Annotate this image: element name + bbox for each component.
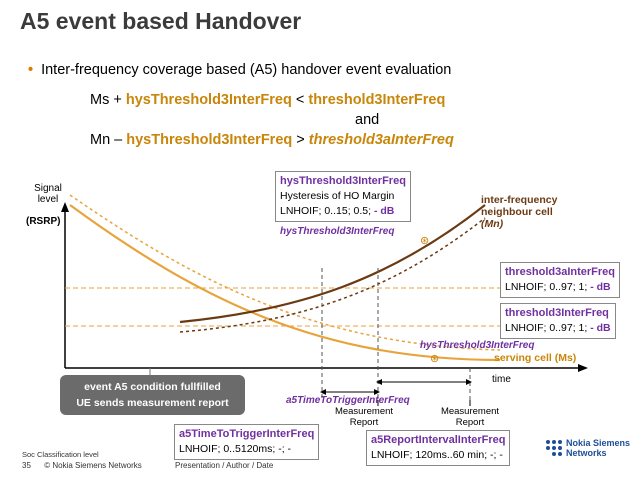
ttt-box-title: a5TimeToTriggerInterFreq xyxy=(179,428,315,440)
report-box-title: a5ReportIntervalInterFreq xyxy=(371,434,506,446)
threshold3-unit: - dB xyxy=(590,322,611,334)
eq2-hys-term: hysThreshold3InterFreq xyxy=(126,132,293,148)
hys-box-unit: - dB xyxy=(373,205,395,217)
bullet-text: Inter-frequency coverage based (A5) hand… xyxy=(41,62,452,78)
equation-neighbour: Mn – hysThreshold3InterFreq > threshold3… xyxy=(90,132,454,148)
threshold3a-param-box: threshold3aInterFreq LNHOIF; 0..97; 1; -… xyxy=(500,262,621,298)
nsn-logo-icon xyxy=(546,440,562,456)
hys-upper-label: hysThreshold3InterFreq xyxy=(280,226,395,237)
hys-param-box: hysThreshold3InterFreq Hysteresis of HO … xyxy=(275,171,411,222)
eq2-threshold-term: threshold3aInterFreq xyxy=(308,132,454,148)
condition-line2: UE sends measurement report xyxy=(76,397,229,409)
threshold3-param-box: threshold3InterFreq LNHOIF; 0..97; 1; - … xyxy=(500,303,616,339)
neighbour-cell-label: inter-frequency neighbour cell (Mn) xyxy=(481,194,557,230)
page-number: 35 xyxy=(22,461,31,470)
y-axis-unit: (RSRP) xyxy=(26,216,61,227)
eq1-prefix: Ms + xyxy=(90,92,126,108)
bullet-point: • Inter-frequency coverage based (A5) han… xyxy=(28,62,451,78)
hys-marker-upper-icon: ⊛ xyxy=(420,235,429,247)
nsn-logo: Nokia Siemens Networks xyxy=(540,434,630,469)
hys-lower-label: hysThreshold3InterFreq xyxy=(420,340,535,351)
x-axis-label: time xyxy=(492,374,511,385)
serving-cell-curve xyxy=(69,204,501,362)
meas1-line1: Measurement xyxy=(334,406,394,417)
ttt-arrow-left-icon xyxy=(320,389,326,395)
threshold3a-unit: - dB xyxy=(590,281,611,293)
threshold3a-box-title: threshold3aInterFreq xyxy=(505,266,616,278)
hys-box-range: LNHOIF; 0..15; 0.5; - dB xyxy=(280,204,406,219)
neighbour-cell-hys-curve xyxy=(179,217,486,333)
neighbour-cell-curve xyxy=(179,204,486,324)
report-arrow-right-icon xyxy=(466,379,472,385)
copyright: © Nokia Siemens Networks xyxy=(44,461,142,470)
hys-marker-lower-icon: ⊛ xyxy=(430,353,439,365)
y-label-line2: level xyxy=(37,194,59,205)
measurement-report-2: Measurement Report xyxy=(438,406,502,428)
neighbour-label-line1: inter-frequency xyxy=(481,194,558,206)
footer-page-info: 35 © Nokia Siemens Networks xyxy=(22,461,142,470)
condition-callout: event A5 condition fullfilled UE sends m… xyxy=(60,375,245,415)
ttt-box-range: LNHOIF; 0..5120ms; -; - xyxy=(179,443,292,455)
meas1-line2: Report xyxy=(349,417,379,428)
report-box-range: LNHOIF; 120ms..60 min; -; - xyxy=(371,449,503,461)
threshold3a-box-range: LNHOIF; 0..97; 1; - dB xyxy=(505,280,615,295)
y-label-line1: Signal xyxy=(34,183,62,194)
ttt-arrow-right-icon xyxy=(374,389,380,395)
measurement-report-1: Measurement Report xyxy=(332,406,396,428)
y-axis-label: Signal level xyxy=(28,183,68,205)
meas2-line1: Measurement xyxy=(440,406,500,417)
logo-line1: Nokia Siemens xyxy=(566,438,631,448)
x-axis-arrow-icon xyxy=(578,364,588,372)
hys-box-desc: Hysteresis of HO Margin xyxy=(280,190,395,202)
logo-line2: Networks xyxy=(566,448,607,458)
report-interval-param-box: a5ReportIntervalInterFreq LNHOIF; 120ms.… xyxy=(366,430,511,466)
eq2-operator: > xyxy=(292,132,309,148)
logo-text: Nokia Siemens Networks xyxy=(566,438,630,458)
slide-title: A5 event based Handover xyxy=(20,8,302,34)
eq1-threshold-term: threshold3InterFreq xyxy=(308,92,446,108)
equation-and: and xyxy=(355,112,380,128)
serving-cell-label: serving cell (Ms) xyxy=(494,352,577,364)
ttt-label: a5TimeToTriggerInterFreq xyxy=(286,395,410,406)
neighbour-label-line2: neighbour cell xyxy=(481,206,553,218)
neighbour-label-line3: (Mn) xyxy=(481,218,504,230)
condition-line1: event A5 condition fullfilled xyxy=(84,381,221,393)
equation-serving: Ms + hysThreshold3InterFreq < threshold3… xyxy=(90,92,445,108)
eq1-hys-term: hysThreshold3InterFreq xyxy=(125,92,292,108)
meas2-line2: Report xyxy=(455,417,485,428)
hys-box-title: hysThreshold3InterFreq xyxy=(280,175,406,187)
threshold3-box-range: LNHOIF; 0..97; 1; - dB xyxy=(505,321,611,336)
threshold3-range-value: LNHOIF; 0..97; 1; xyxy=(505,322,591,334)
bullet-icon: • xyxy=(28,62,34,78)
report-arrow-left-icon xyxy=(376,379,382,385)
hys-box-range-value: LNHOIF; 0..15; 0.5; xyxy=(280,205,374,217)
y-axis-arrow-icon xyxy=(61,202,69,212)
footer-classification: Soc Classification level xyxy=(22,450,99,459)
eq2-prefix: Mn – xyxy=(90,132,127,148)
threshold3a-range-value: LNHOIF; 0..97; 1; xyxy=(505,281,591,293)
ttt-param-box: a5TimeToTriggerInterFreq LNHOIF; 0..5120… xyxy=(174,424,320,460)
footer-presentation: Presentation / Author / Date xyxy=(175,461,274,470)
eq1-operator: < xyxy=(291,92,309,108)
threshold3-box-title: threshold3InterFreq xyxy=(505,307,609,319)
